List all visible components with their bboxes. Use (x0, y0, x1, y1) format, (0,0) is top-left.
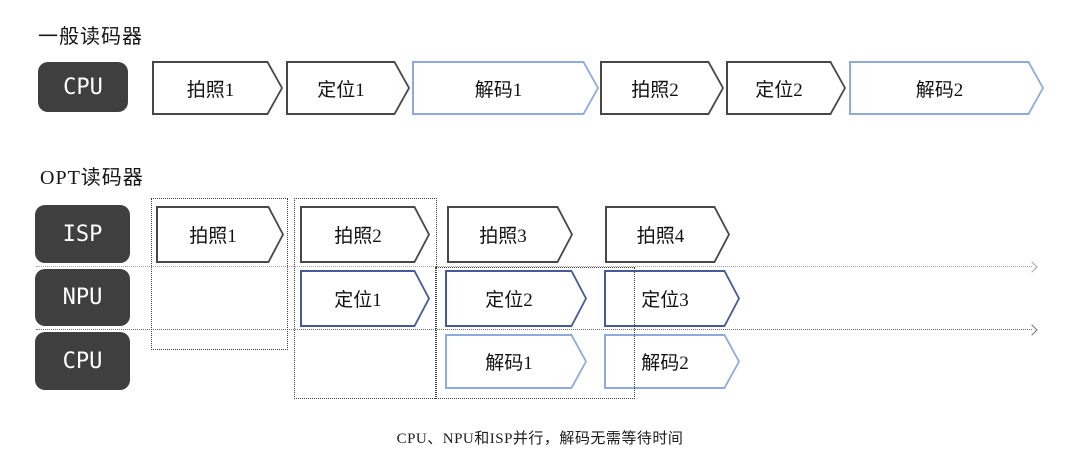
timeline-2 (36, 324, 1038, 336)
general-cpu-badge: CPU (38, 62, 128, 112)
general-stage-capture-1: 拍照1 (152, 61, 283, 115)
stage-box-fill: 解码1 (447, 336, 585, 387)
stage-box-fill: 解码2 (606, 336, 738, 387)
stage-box-fill: 拍照3 (449, 208, 571, 261)
stage-label: 定位1 (317, 79, 365, 101)
caption: CPU、NPU和ISP并行，解码无需等待时间 (396, 431, 684, 447)
stage-label: 解码2 (641, 353, 689, 374)
opt-isp-capture-3: 拍照3 (447, 206, 573, 263)
stage-label: 拍照2 (334, 226, 382, 247)
stage-box-fill: 解码1 (414, 63, 597, 113)
opt-isp-capture-2: 拍照2 (300, 206, 430, 263)
stage-label: 解码2 (915, 79, 964, 101)
general-stage-locate-1: 定位1 (286, 61, 410, 115)
stage-box-fill: 拍照4 (607, 208, 728, 261)
stage-box-fill: 拍照2 (602, 63, 722, 113)
lane-badge-isp: ISP (35, 205, 130, 263)
stage-box-fill: 解码2 (851, 63, 1042, 113)
stage-box-fill: 定位3 (606, 272, 738, 325)
stage-label: 拍照3 (479, 226, 527, 247)
stage-label: 拍照1 (186, 79, 235, 101)
stage-label: 解码1 (474, 79, 523, 101)
general-stage-locate-2: 定位2 (726, 61, 846, 115)
stage-label: 定位2 (755, 79, 803, 101)
stage-box-fill: 拍照1 (154, 63, 281, 113)
stage-box-fill: 定位1 (302, 272, 428, 325)
stage-box-fill: 定位1 (288, 63, 408, 113)
opt-reader-title: OPT读码器 (40, 167, 144, 189)
opt-npu-locate-1: 定位1 (300, 270, 430, 327)
frame-group-1 (151, 198, 288, 350)
stage-label: 解码1 (485, 353, 533, 374)
opt-isp-capture-4: 拍照4 (605, 206, 730, 263)
opt-isp-capture-1: 拍照1 (156, 206, 284, 263)
stage-box-fill: 拍照1 (158, 208, 282, 261)
lane-badge-cpu: CPU (35, 332, 130, 390)
stage-label: 拍照1 (189, 226, 237, 247)
general-stage-decode-1: 解码1 (412, 61, 599, 115)
opt-npu-locate-3: 定位3 (604, 270, 740, 327)
stage-box-fill: 定位2 (447, 272, 585, 325)
stage-label: 定位1 (334, 290, 382, 311)
opt-cpu-decode-1: 解码1 (445, 334, 587, 389)
lane-badge-npu: NPU (35, 269, 130, 326)
timeline-1 (36, 261, 1038, 273)
general-reader-title: 一般读码器 (38, 26, 143, 48)
stage-label: 定位3 (641, 290, 689, 311)
timeline-arrow-icon (1026, 261, 1038, 273)
stage-label: 拍照4 (636, 226, 685, 247)
stage-box-fill: 定位2 (728, 63, 844, 113)
opt-npu-locate-2: 定位2 (445, 270, 587, 327)
frame-group-2 (294, 198, 437, 399)
timeline-arrow-icon (1026, 324, 1038, 336)
general-stage-capture-2: 拍照2 (600, 61, 724, 115)
frame-group-3 (435, 267, 635, 399)
opt-cpu-decode-2: 解码2 (604, 334, 740, 389)
stage-label: 定位2 (485, 290, 533, 311)
stage-label: 拍照2 (631, 79, 679, 101)
stage-box-fill: 拍照2 (302, 208, 428, 261)
general-stage-decode-2: 解码2 (849, 61, 1044, 115)
